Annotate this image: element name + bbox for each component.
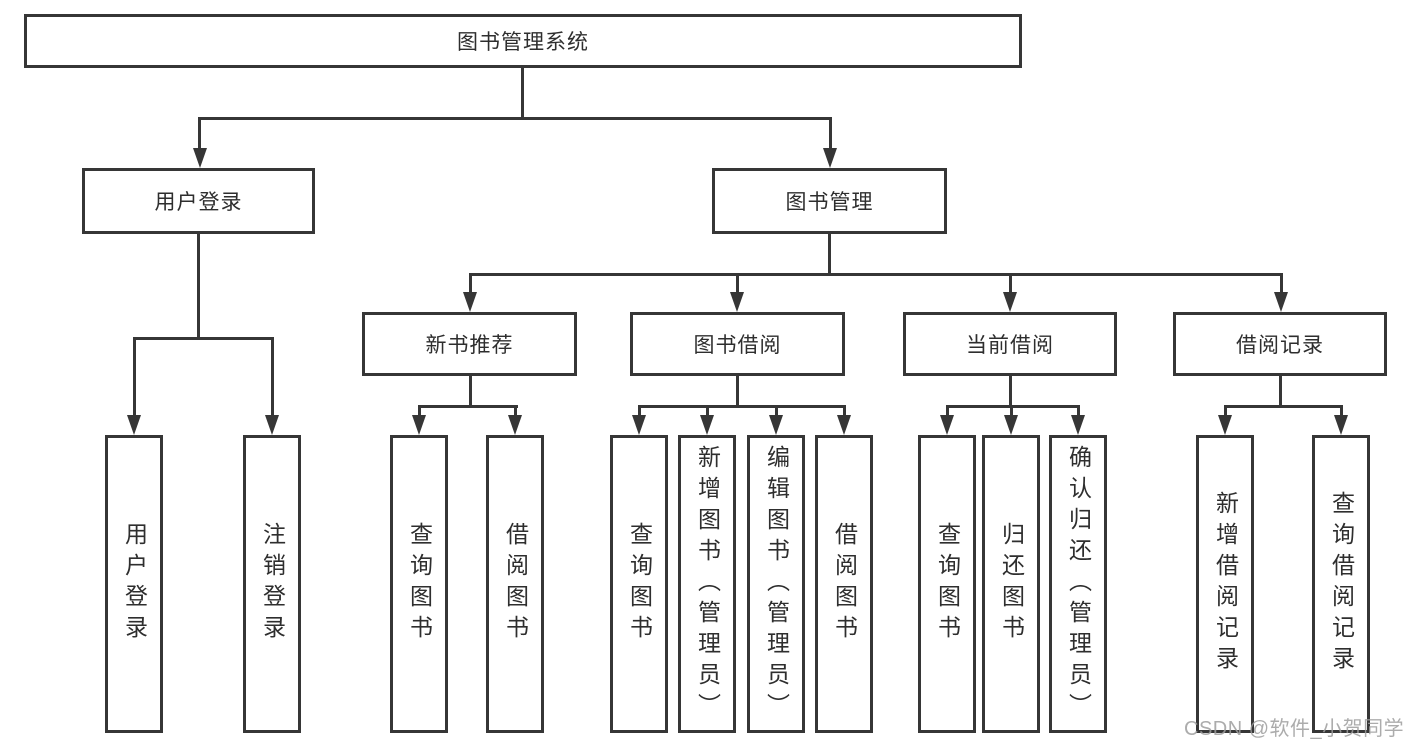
connector-line [775,405,778,419]
connector-line [1279,376,1282,408]
csdn-watermark: CSDN @软件_小贺同学 [1184,718,1405,740]
leaf-query-books-borrow: 查询图书 [610,435,668,733]
node-borrow-records: 借阅记录 [1173,312,1387,376]
leaf-borrow-books: 借阅图书 [815,435,873,733]
arrowhead-down-icon [463,292,477,312]
arrowhead-down-icon [940,415,954,435]
arrowhead-down-icon [193,148,207,168]
arrowhead-down-icon [1071,415,1085,435]
arrowhead-down-icon [700,415,714,435]
arrowhead-down-icon [1274,292,1288,312]
connector-line [271,337,274,417]
leaf-logout: 注销登录 [243,435,301,733]
leaf-query-borrow-record: 查询借阅记录 [1312,435,1370,733]
connector-line [133,337,274,340]
leaf-query-books-current: 查询图书 [918,435,976,733]
leaf-confirm-return-admin: 确认归还（管理员） [1049,435,1107,733]
connector-line [418,405,518,408]
connector-line [514,405,517,419]
connector-line [197,234,200,340]
node-book-management: 图书管理 [712,168,947,234]
connector-line [469,273,1283,276]
node-book-borrow: 图书借阅 [630,312,845,376]
connector-line [198,117,201,152]
connector-line [418,405,421,419]
leaf-edit-books-admin: 编辑图书（管理员） [747,435,805,733]
connector-line [1009,273,1012,294]
connector-line [521,68,524,120]
connector-line [469,376,472,408]
node-root-library-system: 图书管理系统 [24,14,1022,68]
connector-line [946,405,949,419]
node-current-borrow: 当前借阅 [903,312,1117,376]
arrowhead-down-icon [837,415,851,435]
arrowhead-down-icon [508,415,522,435]
arrowhead-down-icon [1218,415,1232,435]
arrowhead-down-icon [412,415,426,435]
arrowhead-down-icon [127,415,141,435]
arrowhead-down-icon [769,415,783,435]
connector-line [1009,376,1012,408]
connector-line [1077,405,1080,419]
leaf-return-books: 归还图书 [982,435,1040,733]
arrowhead-down-icon [730,292,744,312]
connector-line [1340,405,1343,419]
leaf-query-books-recommend: 查询图书 [390,435,448,733]
connector-line [133,337,136,417]
connector-line [843,405,846,419]
connector-line [946,405,1080,408]
connector-line [1280,273,1283,294]
arrowhead-down-icon [632,415,646,435]
leaf-add-books-admin: 新增图书（管理员） [678,435,736,733]
connector-line [829,117,832,152]
arrowhead-down-icon [823,148,837,168]
connector-line [1010,405,1013,419]
arrowhead-down-icon [1334,415,1348,435]
arrowhead-down-icon [1004,415,1018,435]
node-new-book-recommend: 新书推荐 [362,312,577,376]
connector-line [638,405,846,408]
connector-line [638,405,641,419]
leaf-user-login: 用户登录 [105,435,163,733]
leaf-borrow-books-recommend: 借阅图书 [486,435,544,733]
connector-line [469,273,472,294]
leaf-add-borrow-record: 新增借阅记录 [1196,435,1254,733]
connector-line [198,117,832,120]
connector-line [1224,405,1227,419]
node-user-login: 用户登录 [82,168,315,234]
connector-line [706,405,709,419]
connector-line [736,273,739,294]
connector-line [1224,405,1343,408]
arrowhead-down-icon [265,415,279,435]
connector-line [828,234,831,276]
arrowhead-down-icon [1003,292,1017,312]
connector-line [736,376,739,408]
